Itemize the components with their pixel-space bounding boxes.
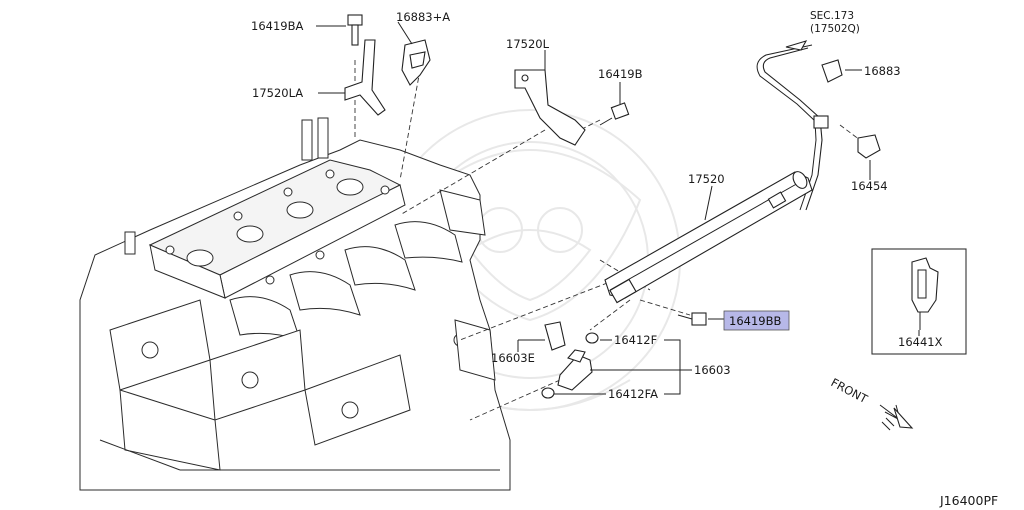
clamp-16454 [857, 134, 881, 159]
clip-16883a [401, 39, 431, 86]
callout-labels: 16419BA 16883+A 17520LA 17520L 16419B SE… [251, 10, 998, 508]
label-sec173[interactable]: SEC.173 [810, 10, 854, 22]
label-16412f[interactable]: 16412F [614, 333, 657, 347]
label-16419b[interactable]: 16419B [598, 67, 643, 81]
highlight-16419bb [723, 310, 790, 331]
bolt-16419ba [347, 14, 363, 46]
label-16883[interactable]: 16883 [864, 64, 901, 78]
label-16883a[interactable]: 16883+A [396, 10, 450, 24]
clip-16603e [544, 321, 566, 351]
bracket-17520la [344, 39, 386, 116]
dashed-leaders [354, 60, 861, 421]
label-16441x[interactable]: 16441X [898, 335, 943, 349]
label-sec173-ref[interactable]: (17502Q) [810, 23, 860, 35]
diagram-code: J16400PF [939, 493, 998, 508]
injector-16603 [557, 349, 593, 391]
label-16603[interactable]: 16603 [694, 363, 731, 377]
front-indicator: FRONT [829, 375, 914, 431]
leader-lines [316, 21, 920, 395]
label-17520la[interactable]: 17520LA [252, 86, 303, 100]
label-16603e[interactable]: 16603E [491, 351, 535, 365]
fuel-return-pipe [756, 40, 829, 211]
label-17520[interactable]: 17520 [688, 172, 725, 186]
label-16412fa[interactable]: 16412FA [608, 387, 658, 401]
oring-16412fa [541, 387, 555, 399]
bolt-16419bb [677, 312, 707, 326]
label-16419bb[interactable]: 16419BB [729, 314, 781, 328]
engine-block [79, 117, 511, 491]
clip-16883 [821, 59, 843, 83]
front-label: FRONT [829, 375, 871, 406]
bracket-17520l [514, 69, 586, 146]
label-17520l[interactable]: 17520L [506, 37, 550, 51]
bolt-16419b [599, 102, 630, 126]
label-16419ba[interactable]: 16419BA [251, 19, 303, 33]
inset-16441x [871, 248, 967, 355]
label-16454[interactable]: 16454 [851, 179, 888, 193]
fuel-rail-17520 [604, 171, 813, 304]
oring-16412f [585, 332, 599, 344]
